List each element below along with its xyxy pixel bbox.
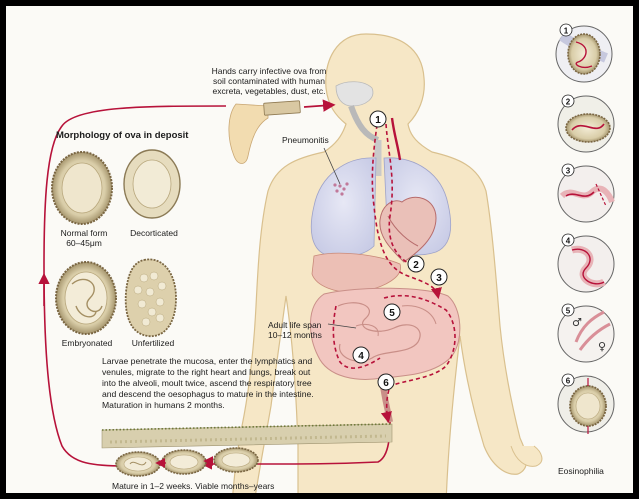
stage-detail-3: 3 — [558, 164, 614, 222]
decorticated-label: Decorticated — [122, 228, 186, 238]
egg-unfertilized — [126, 259, 176, 336]
eosinophilia-label: Eosinophilia — [558, 466, 604, 476]
hands-caption-line-3: excreta, vegetables, dust, etc. — [194, 86, 344, 96]
normal-form-label: Normal form — [52, 228, 116, 238]
normal-form-caption: Normal form 60–45μm — [52, 228, 116, 248]
detail-number-3: 3 — [566, 167, 571, 176]
larvae-line-5: Maturation in humans 2 months. — [102, 400, 372, 411]
soil-egg-2 — [162, 450, 206, 474]
male-symbol: ♂ — [572, 316, 582, 329]
stage-detail-2: 2 — [558, 95, 614, 152]
mature-caption: Mature in 1–2 weeks. Viable months–years — [112, 481, 274, 491]
morphology-title: Morphology of ova in deposit — [56, 130, 188, 141]
detail-number-2: 2 — [566, 98, 571, 107]
stage-marker-5: 5 — [384, 304, 400, 320]
larvae-description: Larvae penetrate the mucosa, enter the l… — [102, 356, 372, 411]
larvae-line-1: Larvae penetrate the mucosa, enter the l… — [102, 356, 372, 367]
hand-with-soil — [229, 101, 300, 164]
stage-detail-1: 1 — [556, 24, 612, 82]
stage-detail-5: ♂ ♀ 5 — [558, 304, 614, 362]
female-symbol: ♀ — [598, 340, 606, 353]
unfertilized-label: Unfertilized — [120, 338, 186, 348]
embryonated-label: Embryonated — [54, 338, 120, 348]
larvae-line-2: venules, migrate to the right heart and … — [102, 367, 372, 378]
hands-caption-line-2: soil contaminated with human — [194, 76, 344, 86]
detail-number-5: 5 — [566, 307, 571, 316]
soil-egg-1 — [116, 452, 160, 476]
adult-life-duration: 10–12 months — [268, 330, 322, 340]
hands-caption-line-1: Hands carry infective ova from — [194, 66, 344, 76]
stage-detail-4: 4 — [558, 234, 614, 292]
stage-number-1: 1 — [375, 115, 381, 126]
detail-number-1: 1 — [564, 27, 569, 36]
egg-normal-form — [52, 152, 112, 224]
stage-number-2: 2 — [413, 260, 419, 271]
stage-marker-6: 6 — [378, 374, 394, 390]
egg-embryonated — [56, 262, 116, 334]
pneumonitis-label: Pneumonitis — [282, 135, 329, 145]
egg-decorticated — [124, 150, 180, 218]
stage-detail-6: 6 — [558, 374, 614, 434]
detail-number-4: 4 — [566, 237, 571, 246]
adult-life-label: Adult life span — [268, 320, 322, 330]
hands-caption: Hands carry infective ova from soil cont… — [194, 66, 344, 96]
adult-life-caption: Adult life span 10–12 months — [268, 320, 322, 340]
normal-form-size: 60–45μm — [52, 238, 116, 248]
stage-number-6: 6 — [383, 378, 389, 389]
stage-marker-3: 3 — [431, 269, 447, 285]
larvae-line-4: and descend the oesophagus to mature in … — [102, 389, 372, 400]
detail-number-6: 6 — [566, 377, 571, 386]
stage-marker-2: 2 — [408, 256, 424, 272]
larvae-line-3: into the alveoli, moult twice, ascend th… — [102, 378, 372, 389]
ingestion-arrow — [304, 105, 332, 107]
stage-marker-1: 1 — [370, 111, 386, 127]
stage-number-5: 5 — [389, 308, 395, 319]
stage-number-3: 3 — [436, 273, 442, 284]
soil-egg-3 — [214, 448, 258, 472]
